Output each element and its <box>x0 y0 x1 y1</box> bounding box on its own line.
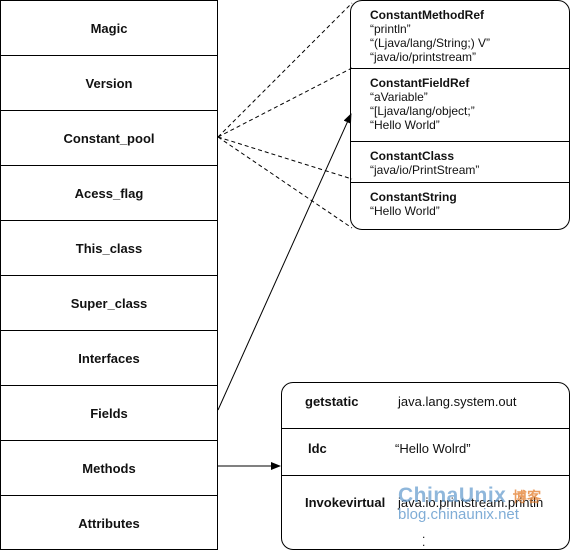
code-operand: java.lang.system.out <box>398 394 517 409</box>
struct-row-magic: Magic <box>1 1 217 56</box>
pool-entry-value: “java/io/printstream” <box>370 50 477 64</box>
struct-row-methods: Methods <box>1 441 217 496</box>
pool-entry-string: ConstantString “Hello World” <box>351 183 569 229</box>
continuation-dot: . <box>422 527 426 541</box>
fields-to-field-ref-arrow <box>217 113 352 411</box>
pool-link-method-ref <box>217 2 353 138</box>
pool-entry-value: “(Ljava/lang/String;) V” <box>370 36 491 50</box>
pool-entry-kind: ConstantString <box>370 190 457 204</box>
code-row-getstatic: getstatic java.lang.system.out <box>282 383 569 429</box>
code-row-invokevirtual: Invokevirtual java.io.printstream.printl… <box>282 476 569 549</box>
pool-link-class <box>217 136 353 180</box>
code-operand: “Hello Wolrd” <box>395 441 471 456</box>
pool-entry-value: “java/io/PrintStream” <box>370 163 480 177</box>
pool-entry-method-ref: ConstantMethodRef “println” “(Ljava/lang… <box>351 1 569 69</box>
pool-entry-class: ConstantClass “java/io/PrintStream” <box>351 142 569 183</box>
pool-entry-field-ref: ConstantFieldRef “aVariable” “[Ljava/lan… <box>351 69 569 142</box>
code-operand: java.io.printstream.println <box>398 495 544 510</box>
pool-link-field-ref <box>217 67 353 138</box>
code-row-ldc: ldc “Hello Wolrd” <box>282 429 569 476</box>
continuation-dot: . <box>422 535 426 549</box>
pool-entry-value: “Hello World” <box>370 118 440 132</box>
struct-row-attributes: Attributes <box>78 516 140 531</box>
struct-row-interfaces: Interfaces <box>1 331 217 386</box>
pool-entry-value: “aVariable” <box>370 90 428 104</box>
method-code-box: getstatic java.lang.system.out ldc “Hell… <box>281 382 570 550</box>
pool-link-string <box>217 136 353 229</box>
struct-row-super-class: Super_class <box>1 276 217 331</box>
struct-row-access-flag: Acess_flag <box>1 166 217 221</box>
struct-row-version: Version <box>1 56 217 111</box>
struct-row-fields: Fields <box>1 386 217 441</box>
pool-entry-value: “[Ljava/lang/object;” <box>370 104 475 118</box>
continuation-dots: . . <box>422 527 426 549</box>
class-file-structure: Magic Version Constant_pool Acess_flag T… <box>0 0 218 550</box>
pool-entry-kind: ConstantFieldRef <box>370 76 470 90</box>
constant-pool-box: ConstantMethodRef “println” “(Ljava/lang… <box>350 0 570 230</box>
pool-entry-kind: ConstantClass <box>370 149 455 163</box>
pool-entry-value: “println” <box>370 22 411 36</box>
code-opcode: Invokevirtual <box>305 495 386 510</box>
struct-row-constant-pool: Constant_pool <box>1 111 217 166</box>
code-opcode: getstatic <box>305 394 359 409</box>
struct-row-this-class: This_class <box>1 221 217 276</box>
pool-entry-value: “Hello World” <box>370 204 440 218</box>
code-opcode: ldc <box>308 441 327 456</box>
pool-entry-kind: ConstantMethodRef <box>370 8 484 22</box>
